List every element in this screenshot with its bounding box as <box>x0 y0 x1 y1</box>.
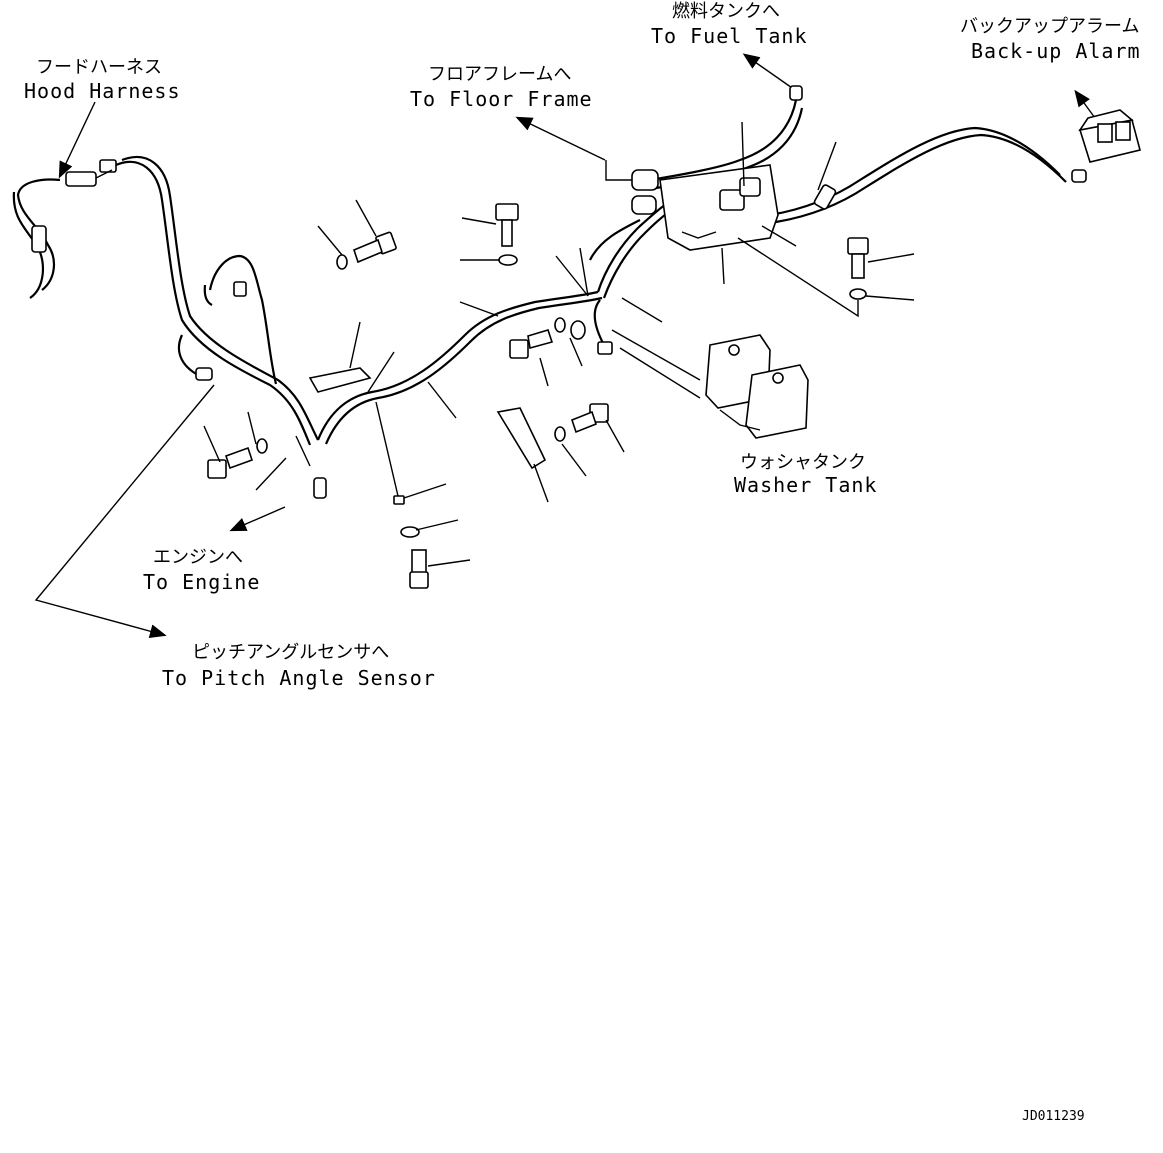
fuel-tank-label: To Fuel Tank <box>651 24 808 48</box>
leader-lines <box>203 121 915 567</box>
junction-block <box>631 164 779 251</box>
bolt-7 <box>847 237 869 300</box>
bolt-6 <box>400 526 429 589</box>
washer-tank <box>611 329 809 439</box>
hood-harness-label: Hood Harness <box>24 79 181 103</box>
backup-alarm-label: Back-up Alarm <box>971 39 1141 63</box>
engine-label-jp: エンジンへ <box>153 547 243 568</box>
pitch-sensor-label-jp: ピッチアングルセンサへ <box>192 642 389 663</box>
fuel-tank-label-jp: 燃料タンクへ <box>672 1 780 22</box>
drawing-code: JD011239 <box>1022 1109 1085 1124</box>
bolt-5 <box>207 438 268 479</box>
floor-frame-label: To Floor Frame <box>410 87 593 111</box>
pitch-sensor-label: To Pitch Angle Sensor <box>162 666 436 690</box>
hood-harness-label-jp: フードハーネス <box>36 57 162 78</box>
bolts <box>207 203 869 589</box>
bolt-3 <box>509 317 586 359</box>
brackets <box>308 367 547 470</box>
backup-alarm-label-jp: バックアップアラーム <box>960 16 1139 37</box>
hood-harness-connector <box>12 159 117 299</box>
washer-tank-label: Washer Tank <box>734 473 877 497</box>
label-arrows <box>34 53 1096 639</box>
backup-alarm <box>1078 109 1141 163</box>
engine-label: To Engine <box>143 570 260 594</box>
floor-frame-label-jp: フロアフレームへ <box>428 64 571 85</box>
bolt-4 <box>554 403 609 442</box>
bolt-2 <box>495 203 519 266</box>
bolt-1 <box>336 231 397 270</box>
main-harness <box>115 85 1087 446</box>
washer-tank-label-jp: ウォシャタンク <box>740 452 866 473</box>
